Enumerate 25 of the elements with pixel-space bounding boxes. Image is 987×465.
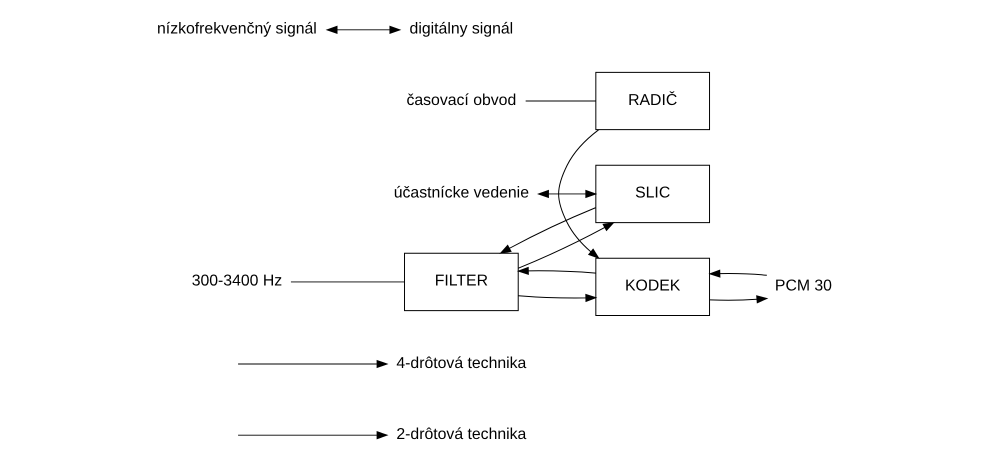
node-text: digitálny signál <box>410 20 514 38</box>
node-text: nízkofrekvenčný signál <box>157 20 317 38</box>
node-text: PCM 30 <box>774 278 832 295</box>
connector <box>290 281 405 282</box>
arrow <box>516 266 596 276</box>
node-text: časovací obvod <box>406 92 516 109</box>
node-box: FILTER <box>404 252 519 312</box>
arrow <box>558 129 600 260</box>
node-text: účastnícke vedenie <box>394 184 529 202</box>
node-text: 2-drôtová technika <box>396 426 526 443</box>
arrow <box>238 360 388 368</box>
arrow <box>537 190 598 198</box>
arrow <box>499 207 596 254</box>
node-box: RADIČ <box>595 72 710 130</box>
connector <box>525 100 596 102</box>
arrow <box>708 269 768 278</box>
node-text: 4-drôtová technika <box>396 354 526 372</box>
node-text: 300-3400 Hz <box>192 272 282 290</box>
arrow <box>518 222 615 269</box>
arrow <box>709 295 768 304</box>
arrow <box>326 26 402 34</box>
arrow <box>518 294 598 302</box>
arrow <box>238 431 388 440</box>
node-box: KODEK <box>595 258 710 316</box>
node-box: SLIC <box>595 164 710 224</box>
